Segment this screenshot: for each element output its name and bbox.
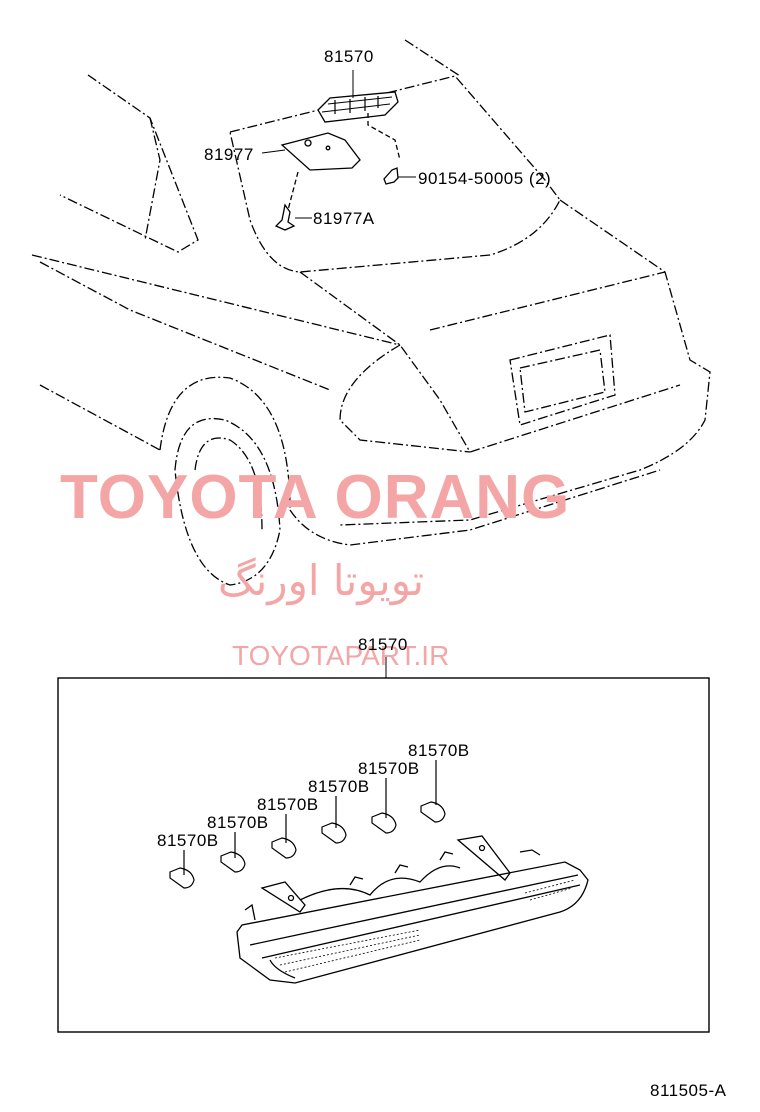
watermark-brand-fa: تویوتا اورنگ [218, 556, 425, 605]
wheel-arch [159, 376, 291, 511]
callout-81570b: 81570B [408, 741, 470, 760]
callout-81977: 81977 [204, 145, 254, 164]
detail-box [57, 677, 710, 1033]
callout-81570b: 81570B [308, 777, 370, 796]
rear-window-outline [229, 75, 561, 273]
stop-lamp-assembly [236, 835, 589, 984]
callout-81570b: 81570B [358, 759, 420, 778]
callout-90154-50005: 90154-50005 (2) [418, 169, 552, 188]
screw-90154 [383, 167, 399, 185]
callout-81977a: 81977A [313, 209, 375, 228]
callout-81570-top: 81570 [324, 47, 374, 66]
watermark-site: TOYOTAPART.IR [232, 640, 450, 671]
callout-81570b: 81570B [257, 795, 319, 814]
clip-81977a [274, 203, 296, 231]
license-plate-recess [509, 334, 616, 426]
stop-lamp-small [317, 91, 399, 123]
cover-81977 [280, 132, 361, 171]
callout-81570b: 81570B [157, 831, 219, 850]
figure-id: 811505-A [650, 1081, 727, 1100]
callout-81570b: 81570B [207, 813, 269, 832]
watermark-brand: TOYOTA ORANG [60, 463, 571, 532]
wheel [174, 418, 281, 586]
callout-81570-detail: 81570 [358, 635, 408, 654]
bulbs [169, 760, 446, 889]
